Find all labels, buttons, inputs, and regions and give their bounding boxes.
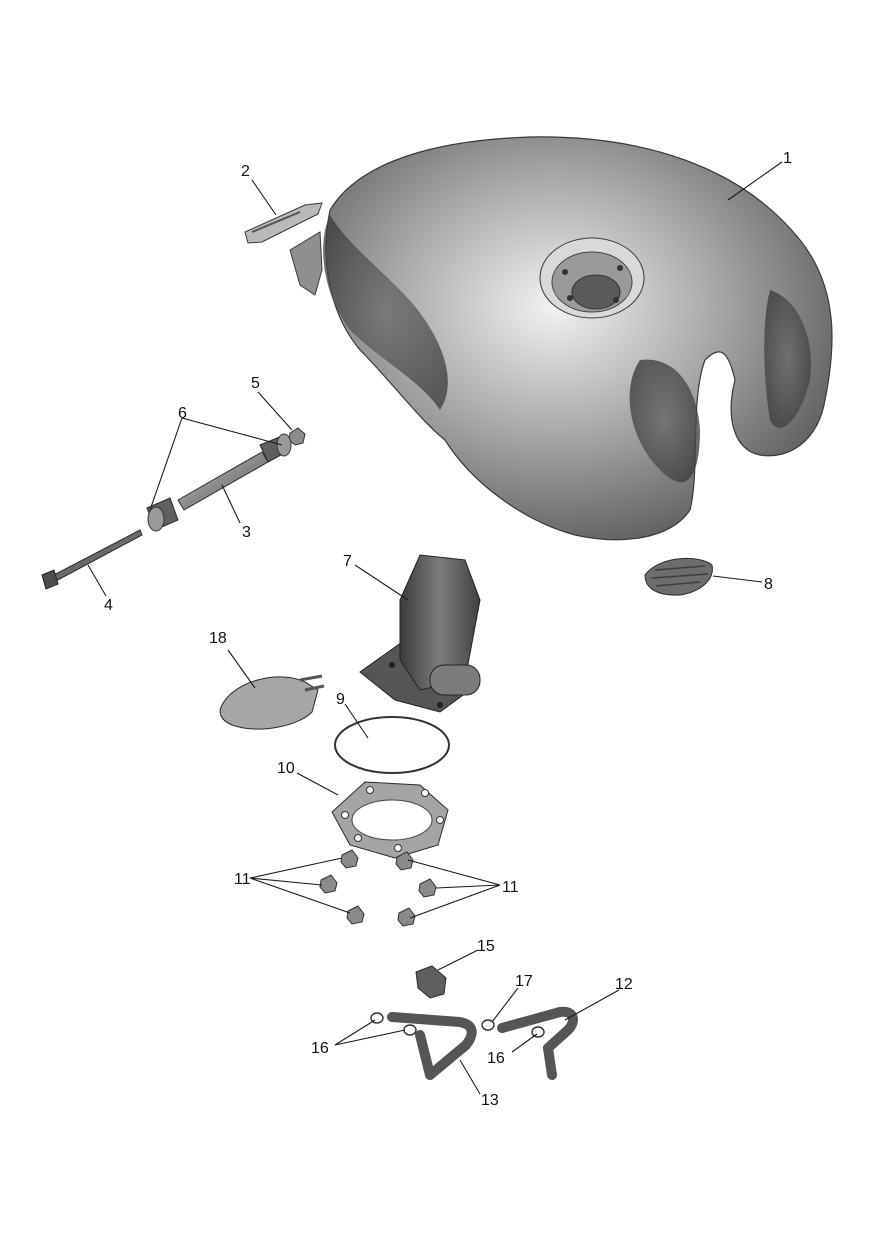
rubber-pad (644, 557, 713, 596)
gasket (331, 781, 449, 859)
hose-connector (415, 965, 447, 999)
leader-lines (87, 161, 783, 1095)
callout-6: 6 (178, 405, 187, 422)
grommets (146, 433, 292, 532)
callout-15: 15 (477, 938, 495, 955)
callout-4: 4 (104, 597, 113, 614)
mounting-bolt (41, 529, 143, 590)
spacer-tube (177, 451, 269, 511)
callout-11-left: 11 (234, 871, 251, 888)
callout-16-right: 16 (487, 1050, 505, 1067)
hose-clips (370, 1012, 545, 1038)
o-ring (334, 716, 450, 774)
callout-13: 13 (481, 1092, 499, 1109)
callout-7: 7 (343, 553, 352, 570)
hose-right (497, 1006, 578, 1080)
callout-10: 10 (277, 760, 295, 777)
callout-17: 17 (515, 973, 533, 990)
hose-left (387, 1012, 477, 1080)
filter-cover (219, 674, 325, 730)
fuel-tank (289, 136, 833, 541)
callout-8: 8 (764, 576, 773, 593)
callout-16-left: 16 (311, 1040, 329, 1057)
callout-5: 5 (251, 375, 260, 392)
callout-labels: 1 2 3 4 5 6 7 8 9 10 11 11 12 13 15 16 1… (104, 150, 792, 1109)
callout-9: 9 (336, 691, 345, 708)
callout-18: 18 (209, 630, 227, 647)
nut (288, 427, 306, 446)
fuel-pump (359, 554, 481, 713)
screws (319, 849, 437, 927)
callout-1: 1 (783, 150, 792, 167)
callout-12: 12 (615, 976, 633, 993)
tank-bracket (244, 202, 323, 244)
callout-3: 3 (242, 524, 251, 541)
callout-11-right: 11 (502, 879, 519, 896)
callout-2: 2 (241, 163, 250, 180)
